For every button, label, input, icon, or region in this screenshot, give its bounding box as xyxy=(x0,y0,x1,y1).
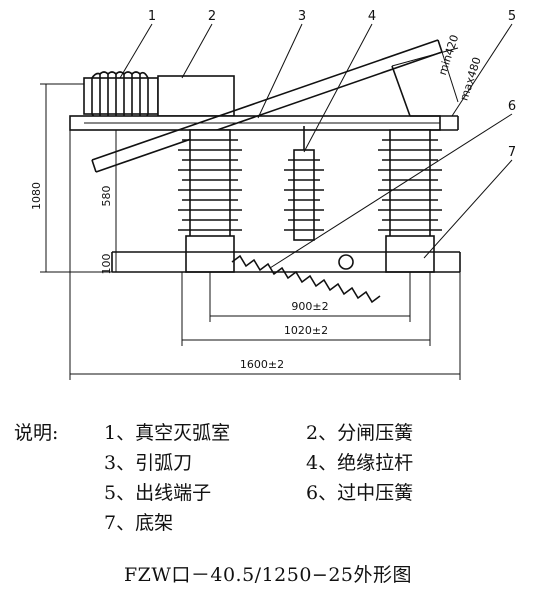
legend-item-5: 5、出线端子 xyxy=(104,482,212,504)
legend-item-6: 6、过中压簧 xyxy=(306,482,414,504)
insulator-middle xyxy=(284,149,324,241)
dim-height-1080: 1080 xyxy=(30,182,43,210)
arcing-blade xyxy=(91,39,443,173)
legend-item-2: 2、分闸压簧 xyxy=(306,422,414,444)
callout-1: 1 xyxy=(148,9,156,24)
dim-stroke-min: min420 xyxy=(436,33,461,77)
dim-span-1600: 1600±2 xyxy=(240,358,284,371)
callout-7: 7 xyxy=(508,145,516,160)
base-frame xyxy=(111,251,461,273)
insulator-right xyxy=(378,129,442,273)
dim-span-1020: 1020±2 xyxy=(284,324,328,337)
legend-item-4: 4、绝缘拉杆 xyxy=(306,452,414,474)
insulator-left xyxy=(178,129,242,273)
dim-height-580: 580 xyxy=(100,186,113,207)
callout-4: 4 xyxy=(368,9,376,24)
dim-stroke-max: max480 xyxy=(458,56,484,103)
dim-span-900: 900±2 xyxy=(291,300,328,313)
drawing-title: FZW口－40.5/1250−25外形图 xyxy=(123,564,413,586)
legend-item-3: 3、引弧刀 xyxy=(104,452,193,474)
over-center-spring xyxy=(231,254,381,304)
callout-2: 2 xyxy=(208,9,216,24)
opening-spring-housing xyxy=(157,75,235,117)
callout-6: 6 xyxy=(508,99,516,114)
legend-item-1: 1、真空灭弧室 xyxy=(104,422,231,444)
outline-drawing: 1 2 3 4 5 6 7 1080 580 100 min420 max480… xyxy=(30,9,516,380)
callout-5: 5 xyxy=(508,9,516,24)
callout-3: 3 xyxy=(298,9,306,24)
dim-height-100: 100 xyxy=(100,254,113,275)
legend-heading: 说明: xyxy=(14,422,59,444)
legend-item-7: 7、底架 xyxy=(104,512,174,534)
vacuum-interrupter xyxy=(83,71,159,121)
